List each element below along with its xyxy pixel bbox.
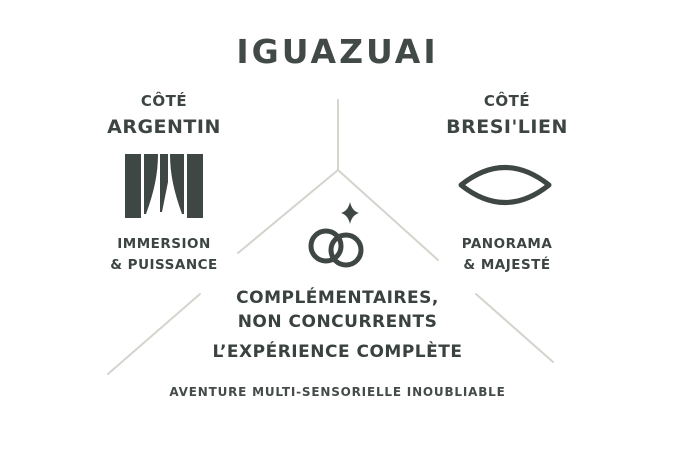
right-side-kicker: CÔTÉ [483,92,531,110]
triangle-right-lower-edge [475,293,554,363]
interlocking-rings-sparkle-icon [308,202,364,268]
left-side-description: IMMERSION & PUISSANCE [84,234,244,276]
center-line2: NON CONCURRENTS [237,312,438,332]
waterfall-icon [125,154,203,218]
center-statement: COMPLÉMENTAIRES, NON CONCURRENTS [0,286,675,334]
eye-icon [458,165,552,205]
right-desc-line2: & MAJESTÉ [463,257,551,273]
triangle-left-lower-edge [107,293,201,375]
ring-right-icon [328,232,364,268]
left-desc-line1: IMMERSION [117,236,211,252]
right-desc-line1: PANORAMA [461,236,553,252]
triangle-left-upper-edge [237,169,339,254]
left-desc-line2: & PUISSANCE [110,257,218,273]
center-subtitle: L’EXPÉRIENCE COMPLÈTE [212,342,463,362]
ring-left-icon [308,228,344,264]
right-side-description: PANORAMA & MAJESTÉ [427,234,587,276]
page-title: IGUAZUAI [236,32,439,71]
center-line1: COMPLÉMENTAIRES, [236,288,439,308]
left-side-kicker: CÔTÉ [140,92,188,110]
sparkle-icon [341,202,359,224]
footer-tagline: AVENTURE MULTI-SENSORIELLE INOUBLIABLE [169,385,506,399]
right-side-name: BRESI'LIEN [446,116,568,138]
left-side-name: ARGENTIN [107,116,221,138]
triangle-right-upper-edge [337,169,439,261]
